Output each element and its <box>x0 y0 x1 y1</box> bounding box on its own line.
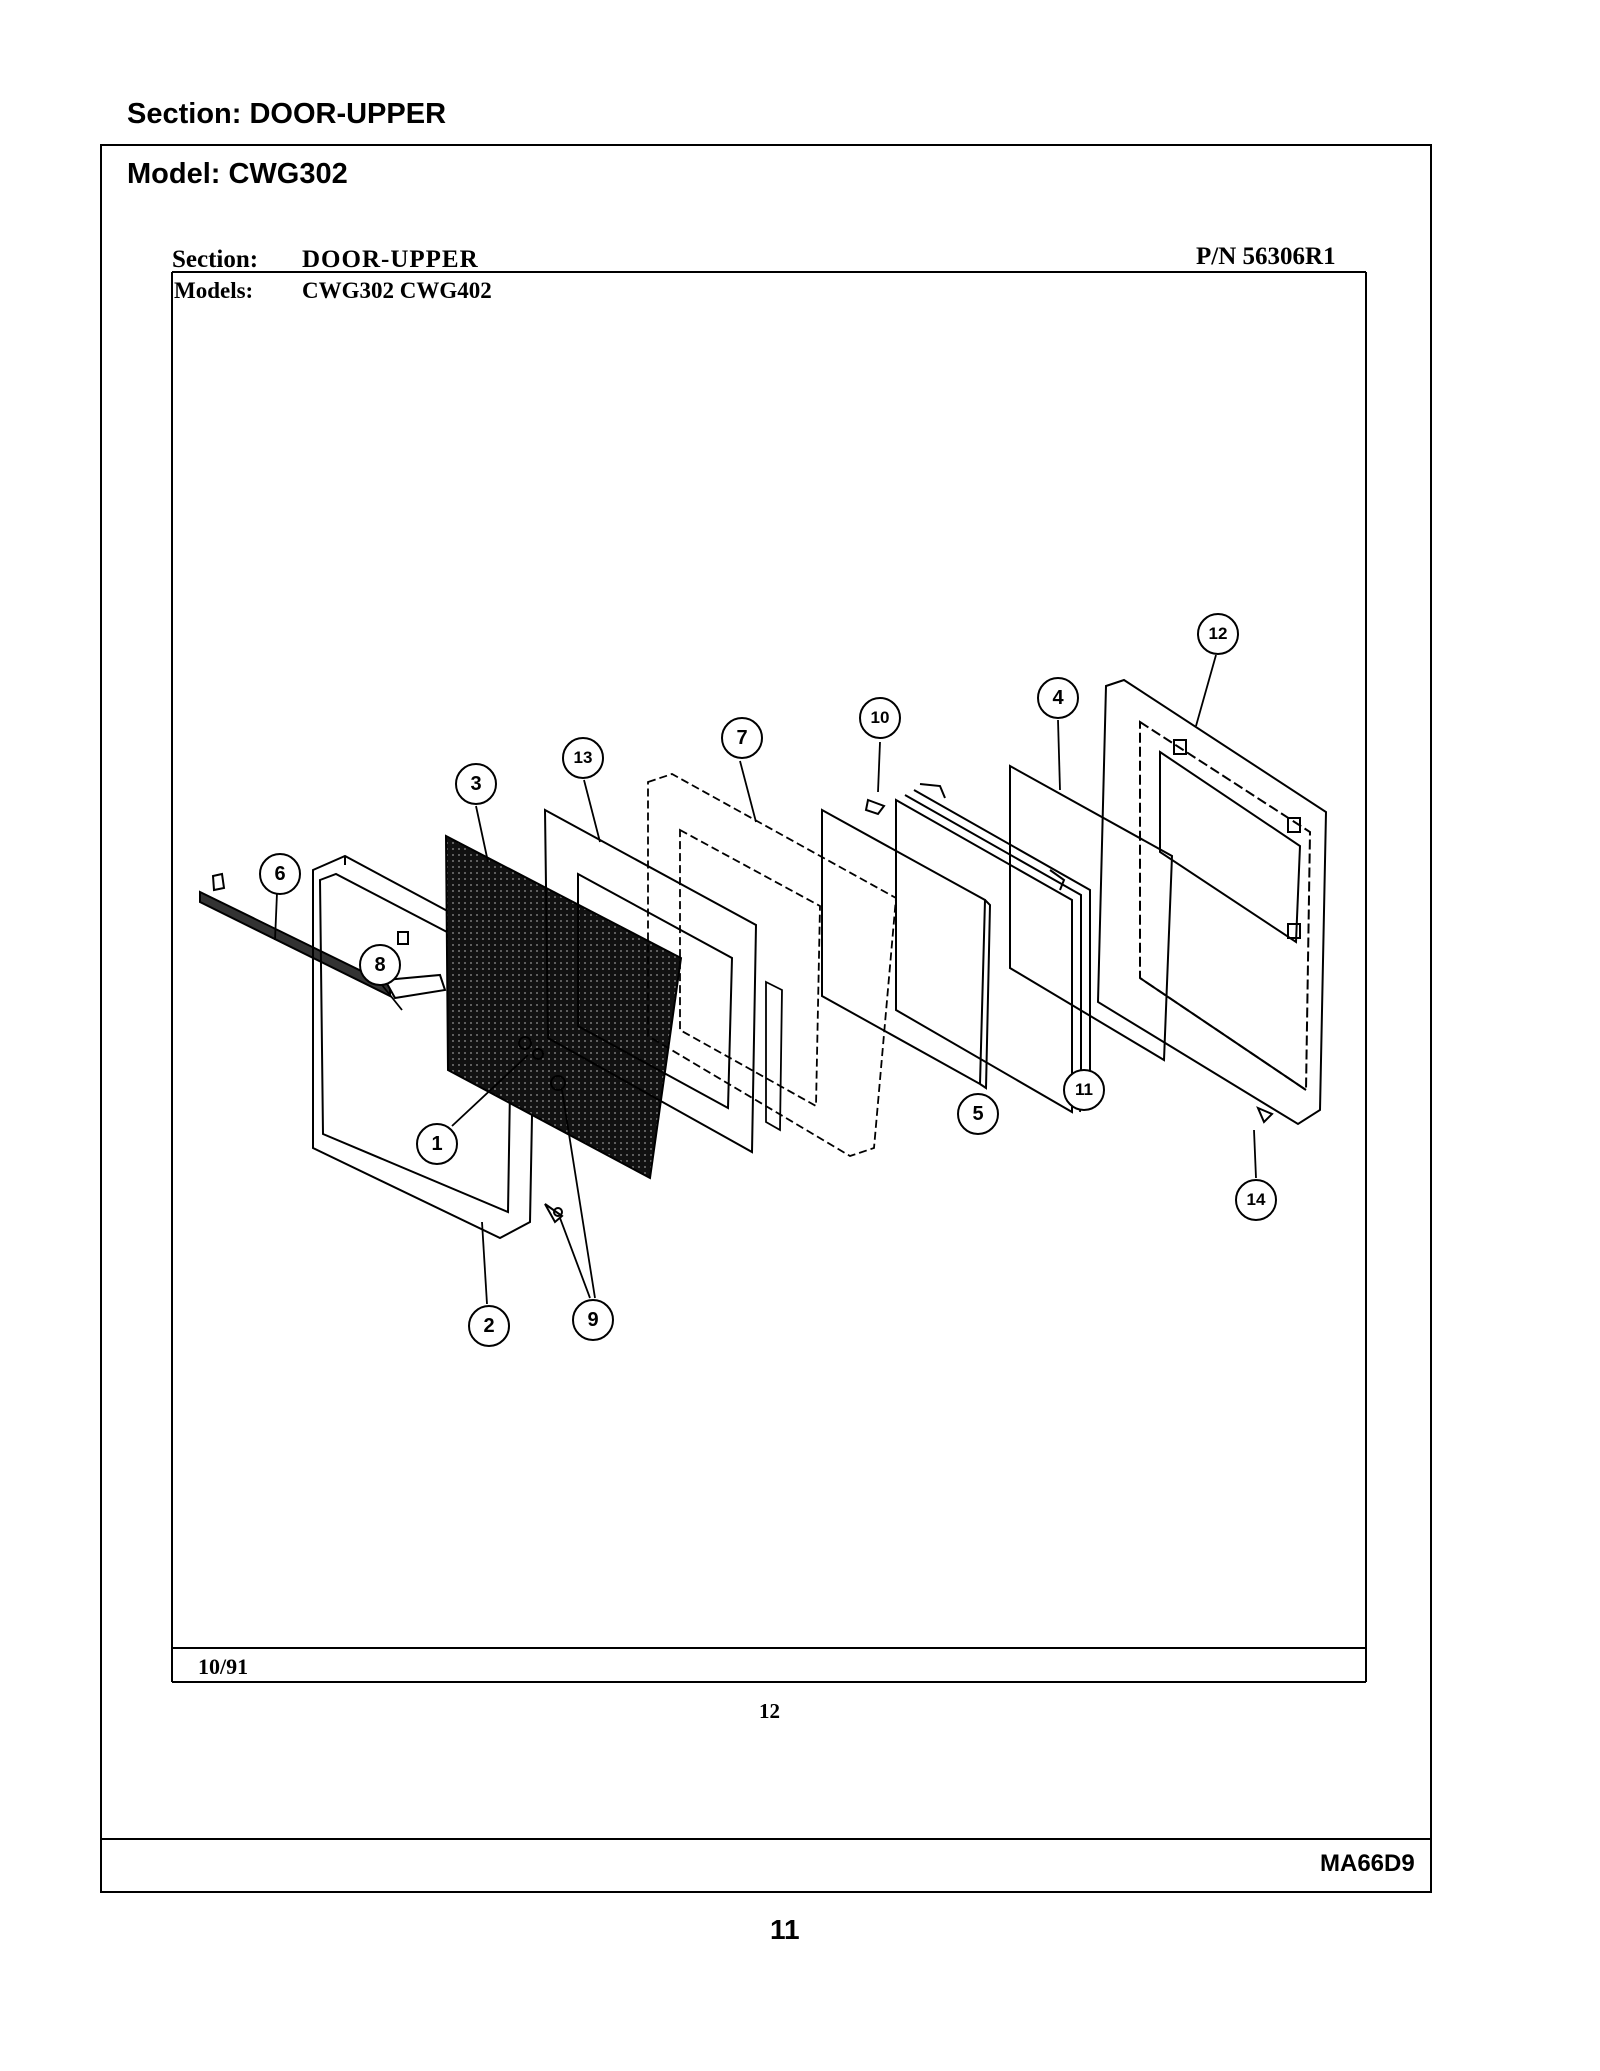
model-header: Model: CWG302 <box>127 158 348 190</box>
inner-section-label: Section: <box>172 246 259 273</box>
callout-1: 1 <box>416 1123 458 1165</box>
part-10-clip <box>864 798 886 816</box>
callout-6: 6 <box>259 853 301 895</box>
callout-8: 8 <box>359 944 401 986</box>
callout-3: 3 <box>455 763 497 805</box>
callout-10: 10 <box>859 697 901 739</box>
callout-12: 12 <box>1197 613 1239 655</box>
part-4-inner-glass <box>1009 764 1174 1062</box>
inner-part-number: P/N 56306R1 <box>1196 243 1336 270</box>
part-7-insulation-frame <box>647 773 897 1157</box>
callout-leaders <box>274 654 1257 1305</box>
callout-7: 7 <box>721 717 763 759</box>
document-code: MA66D9 <box>1320 1850 1415 1877</box>
section-header: Section: DOOR-UPPER <box>127 98 447 130</box>
callout-2: 2 <box>468 1305 510 1347</box>
callout-4: 4 <box>1037 677 1079 719</box>
part-3-perforated-panel <box>444 834 683 1180</box>
footer-divider <box>100 1838 1432 1840</box>
part-5-glass <box>821 808 992 1090</box>
callout-14: 14 <box>1235 1179 1277 1221</box>
callout-11: 11 <box>1063 1069 1105 1111</box>
outer-frame <box>100 144 1432 1893</box>
inner-sheet-frame <box>171 271 1367 1683</box>
part-11-glass-pack <box>895 783 1091 1114</box>
part-12-door-liner <box>1096 678 1328 1126</box>
inner-models-label: Models: <box>174 278 254 303</box>
inner-date: 10/91 <box>198 1654 249 1679</box>
part-8-part-9-fasteners <box>397 931 566 1224</box>
inner-page-number: 12 <box>759 1699 780 1723</box>
page-number: 11 <box>770 1914 800 1945</box>
callout-13: 13 <box>562 737 604 779</box>
callout-9: 9 <box>572 1299 614 1341</box>
inner-section-value: DOOR-UPPER <box>302 246 479 273</box>
callout-5: 5 <box>957 1093 999 1135</box>
inner-models-value: CWG302 CWG402 <box>302 278 492 303</box>
